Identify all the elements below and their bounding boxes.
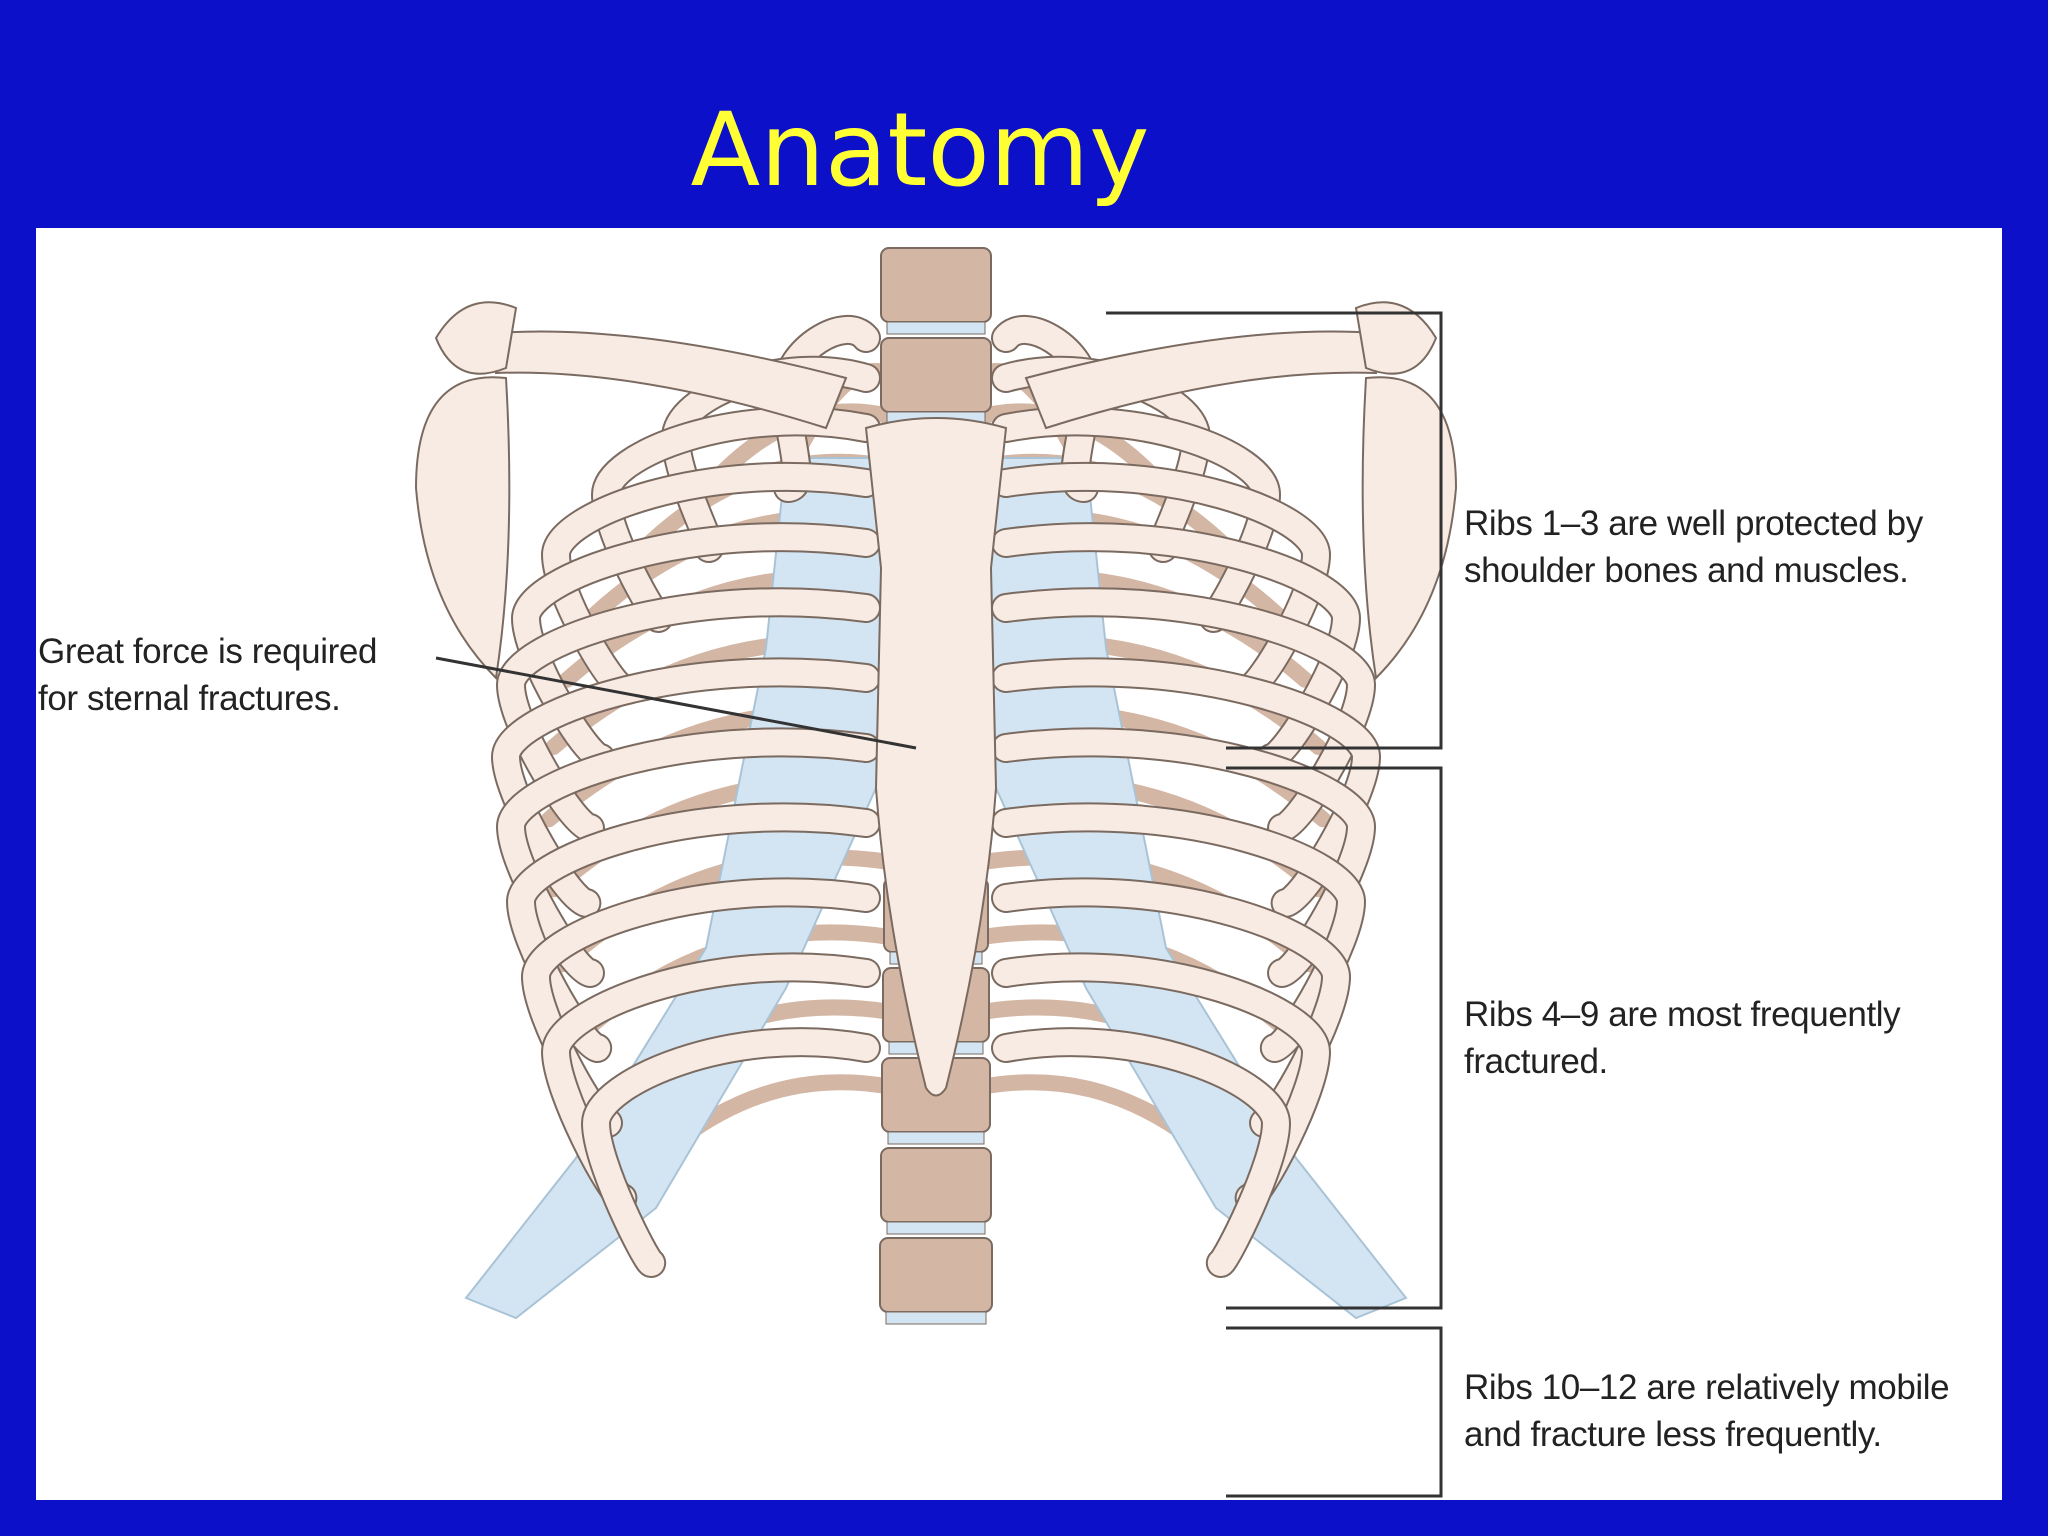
- callout-ribs-1-3: Ribs 1–3 are well protected by shoulder …: [1464, 500, 1923, 594]
- intervertebral-disc: [887, 1131, 985, 1145]
- rib-4-left: [542, 463, 879, 701]
- bracket-group-1: [1106, 311, 1443, 750]
- slide-title: Anatomy: [690, 91, 1150, 210]
- callout-sternal-fractures: Great force is required for sternal frac…: [38, 628, 377, 722]
- rib-cage-illustration: [414, 247, 1458, 1498]
- rib-4-right: [993, 463, 1330, 701]
- scapula-left: [414, 376, 511, 681]
- rib-3-right: [993, 408, 1280, 631]
- figure-panel: Great force is required for sternal frac…: [36, 228, 2002, 1500]
- callout-line: and fracture less frequently.: [1464, 1415, 1882, 1454]
- acromion-right: [1354, 301, 1438, 375]
- sternum: [864, 417, 1008, 1097]
- anterior-ribs: [490, 315, 1382, 1278]
- callout-ribs-4-9: Ribs 4–9 are most frequently fractured.: [1464, 991, 1901, 1085]
- rib-10-left: [522, 879, 879, 1136]
- rib-12-right: [993, 1029, 1290, 1276]
- vertebra-1: [880, 247, 992, 323]
- intervertebral-disc: [885, 1311, 987, 1325]
- leader-lines: [435, 311, 1443, 1498]
- callout-ribs-10-12: Ribs 10–12 are relatively mobile and fra…: [1464, 1364, 1950, 1458]
- sternum-bone: [864, 417, 1008, 1097]
- callout-line: fractured.: [1464, 1042, 1608, 1081]
- callout-line: shoulder bones and muscles.: [1464, 551, 1909, 590]
- bracket-group-2: [1226, 766, 1443, 1310]
- rib-9-left: [507, 804, 879, 1061]
- callout-line: Great force is required: [38, 632, 378, 671]
- callout-line: Ribs 1–3 are well protected by: [1464, 504, 1923, 543]
- callout-line: Ribs 4–9 are most frequently: [1464, 995, 1901, 1034]
- callout-line: for sternal fractures.: [38, 679, 341, 718]
- rib-3-left: [592, 408, 879, 631]
- clavicle-right: [1024, 330, 1377, 430]
- clavicle-left: [495, 330, 848, 430]
- bracket-group-3: [1226, 1326, 1443, 1498]
- shoulder-girdle: [414, 301, 1458, 681]
- scapula-right: [1361, 376, 1458, 681]
- vertebra-2: [880, 337, 992, 413]
- rib-10-right: [993, 879, 1350, 1136]
- rib-9-right: [993, 804, 1365, 1061]
- vertebra-12: [879, 1237, 993, 1313]
- intervertebral-disc: [886, 1221, 986, 1235]
- vertebra-11: [880, 1147, 992, 1223]
- acromion-left: [434, 301, 518, 375]
- rib-12-left: [582, 1029, 879, 1276]
- callout-line: Ribs 10–12 are relatively mobile: [1464, 1368, 1950, 1407]
- intervertebral-disc: [886, 321, 986, 335]
- leader-sternum: [435, 656, 917, 750]
